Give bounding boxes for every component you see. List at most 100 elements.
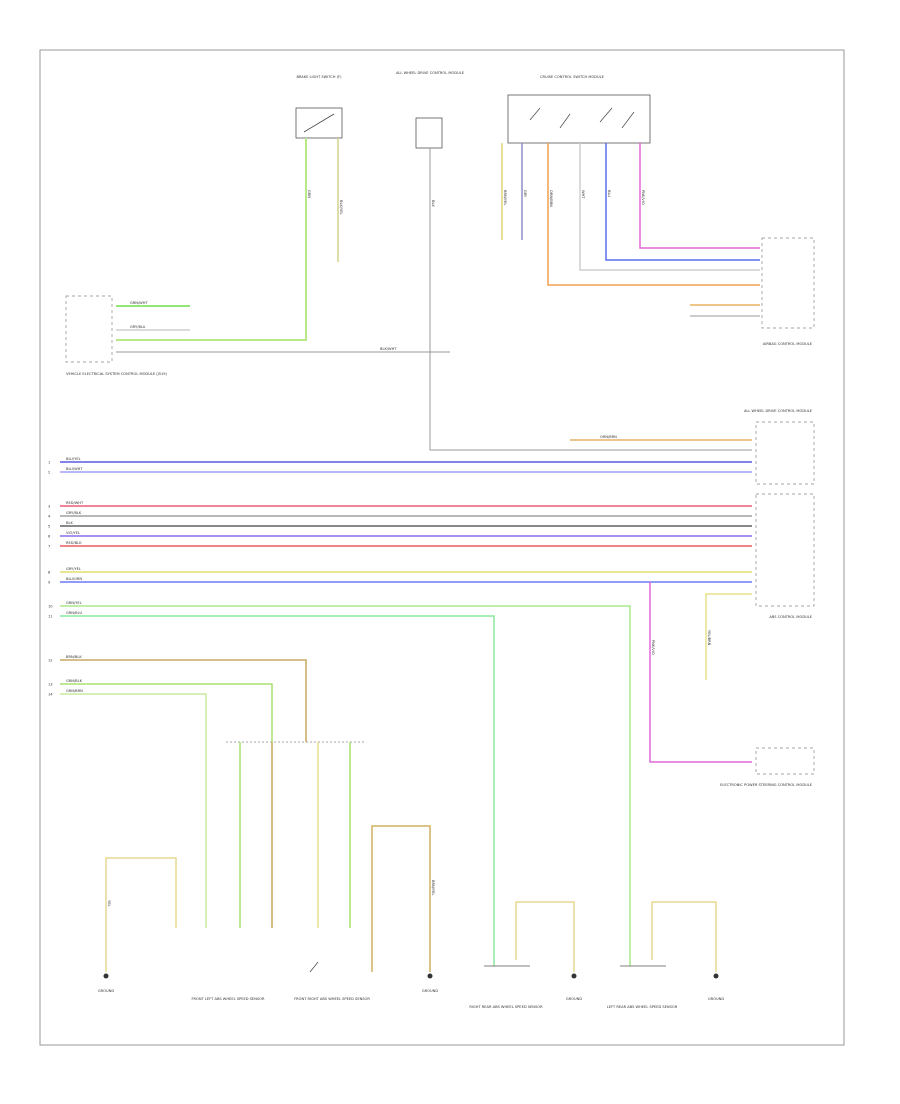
wire-label-w-blu2: BLU/WHT [66, 467, 83, 471]
right-mid-module-label: ALL WHEEL DRIVE CONTROL MODULE [744, 409, 813, 413]
right-bottom-module-label: ELECTRONIC POWER STEERING CONTROL MODULE [720, 783, 813, 787]
wire-label-w-yel3: YEL [107, 900, 111, 906]
left-control-module[interactable]: VEHICLE ELECTRICAL SYSTEM CONTROL MODULE… [65, 295, 168, 376]
wire-loop-a[interactable] [105, 857, 177, 972]
ground-symbol-d: GROUND [708, 973, 724, 1001]
cruise-switch-module[interactable]: CRUISE CONTROL SWITCH MODULE [507, 75, 651, 144]
sensor-rr-label: RIGHT REAR ABS WHEEL SPEED SENSOR [469, 1005, 543, 1009]
left-module-label: VEHICLE ELECTRICAL SYSTEM CONTROL MODULE… [66, 372, 168, 376]
sensor-front-left[interactable]: FRONT LEFT ABS WHEEL SPEED SENSOR [191, 997, 265, 1001]
wire-label-w-blk1: BLK [66, 521, 73, 525]
sensor-rl-label: LEFT REAR ABS WHEEL SPEED SENSOR [607, 1005, 678, 1009]
pin-number: 1 [48, 461, 50, 465]
pin-number: 3 [48, 505, 50, 509]
pin-number: 7 [48, 545, 50, 549]
wire-label-w-sw3: ORN/BRN [549, 190, 553, 207]
wire-loop-d[interactable] [651, 901, 717, 972]
wire-brake-left[interactable] [116, 138, 307, 341]
right-upper-module-label: AIRBAG CONTROL MODULE [763, 342, 813, 346]
wire-label-w-pnk: PNK/VIO [651, 640, 655, 655]
right-lower-module[interactable]: ABS CONTROL MODULE [755, 493, 815, 619]
right-lower-module-label: ABS CONTROL MODULE [769, 615, 812, 619]
wire-label-w-grn1: GRN/YEL [66, 601, 82, 605]
wire-label-w-vio1: VIO/YEL [66, 531, 80, 535]
wire-label-w-gry1: GRY/BLK [66, 511, 82, 515]
wire-grn-front1[interactable] [60, 683, 273, 742]
diagram-frame [39, 49, 845, 1046]
wire-label-w-grn3: GRN/BLK [66, 679, 83, 683]
ground-a-label: GROUND [98, 989, 114, 993]
brake-switch-label: BRAKE LIGHT SWITCH (F) [296, 75, 342, 79]
sensor-front-right[interactable]: FRONT RIGHT ABS WHEEL SPEED SENSOR [294, 961, 370, 1001]
wire-grn-rl[interactable] [60, 605, 631, 966]
right-mid-module-body [755, 421, 815, 485]
wire-label-w-brake-rt: BLK/YEL [339, 200, 343, 215]
wire-label-w-blu1: BLU/YEL [66, 457, 81, 461]
ground-b-label: GROUND [422, 989, 438, 993]
contact-icon-2 [559, 113, 571, 129]
cruise-module-body [507, 94, 651, 144]
right-mid-module[interactable]: ALL WHEEL DRIVE CONTROL MODULE [744, 409, 815, 485]
contact-icon-4 [621, 111, 635, 129]
wire-sw5[interactable] [605, 143, 760, 261]
pin-number: 6 [48, 535, 51, 539]
ground-symbol-c: GROUND [566, 973, 582, 1001]
wire-yel-branch[interactable] [705, 593, 752, 680]
sensor-rear-left[interactable]: LEFT REAR ABS WHEEL SPEED SENSOR [607, 965, 678, 1009]
wire-label-w-yel2: YEL/BRN [707, 630, 711, 646]
right-upper-module-body [761, 237, 815, 329]
contact-icon-3 [599, 107, 613, 123]
wire-label-w-brn1: BRN/BLK [66, 655, 82, 659]
pin-number: 9 [48, 581, 51, 585]
wire-label-w-can-orn: ORN/BRN [600, 435, 617, 439]
right-bottom-module[interactable]: ELECTRONIC POWER STEERING CONTROL MODULE [720, 747, 815, 787]
right-bottom-module-body [755, 747, 815, 775]
switch-contact-icon [303, 113, 335, 133]
wire-label-w-sw1: BRN/YEL [503, 190, 507, 205]
top-unit-body [415, 117, 443, 149]
wire-label-w-sw4: WHT [581, 190, 585, 199]
wire-grn-rr[interactable] [60, 615, 495, 966]
wire-label-w-red1: RED/WHT [66, 501, 84, 505]
wire-brn-front[interactable] [60, 659, 307, 742]
top-control-unit[interactable]: ALL WHEEL DRIVE CONTROL MODULE [396, 71, 465, 149]
wire-vertical-mid[interactable] [429, 148, 752, 451]
wire-label-w-sw6: PNK/VIO [641, 190, 645, 205]
wire-label-w-brn2: BRN/YEL [431, 880, 435, 895]
wire-loop-c[interactable] [515, 901, 575, 972]
brake-switch[interactable]: BRAKE LIGHT SWITCH (F) [295, 75, 343, 139]
wire-label-w-sw5: BLU [607, 190, 611, 197]
wire-label-w-horiz-blk: BLK/WHT [380, 347, 397, 351]
contact-icon-1 [529, 107, 541, 121]
pin-number: 5 [48, 525, 50, 529]
pin-number: 13 [48, 683, 53, 687]
ground-symbol-b: GROUND [422, 973, 438, 993]
wire-sw6[interactable] [639, 143, 760, 249]
wire-label-w-yel1: GRY/YEL [66, 567, 81, 571]
pin-number: 4 [48, 515, 51, 519]
wire-label-w-red2: RED/BLK [66, 541, 82, 545]
ground-c-label: GROUND [566, 997, 582, 1001]
wire-label-w-left-wht: GRY/BLU [130, 325, 146, 329]
wire-label-w-blu3: BLU/GRN [66, 577, 82, 581]
wire-grn-front2[interactable] [60, 693, 207, 928]
sensor-fr-label: FRONT RIGHT ABS WHEEL SPEED SENSOR [294, 997, 370, 1001]
pin-number: 2 [48, 471, 50, 475]
right-upper-module[interactable]: AIRBAG CONTROL MODULE [761, 237, 815, 346]
wire-loop-b[interactable] [371, 825, 431, 972]
wire-sw4[interactable] [579, 143, 760, 271]
pin-number: 10 [48, 605, 53, 609]
sensor-rear-right[interactable]: RIGHT REAR ABS WHEEL SPEED SENSOR [469, 965, 543, 1009]
wire-label-w-sw2: GRY [523, 190, 527, 198]
cruise-module-label: CRUISE CONTROL SWITCH MODULE [540, 75, 605, 79]
wire-pink-eps[interactable] [649, 582, 752, 763]
ground-d-label: GROUND [708, 997, 724, 1001]
top-unit-label: ALL WHEEL DRIVE CONTROL MODULE [396, 71, 465, 75]
wire-sw3[interactable] [547, 143, 760, 286]
sensor-fl-label: FRONT LEFT ABS WHEEL SPEED SENSOR [191, 997, 265, 1001]
sensor-fr-switch-icon [309, 961, 319, 973]
